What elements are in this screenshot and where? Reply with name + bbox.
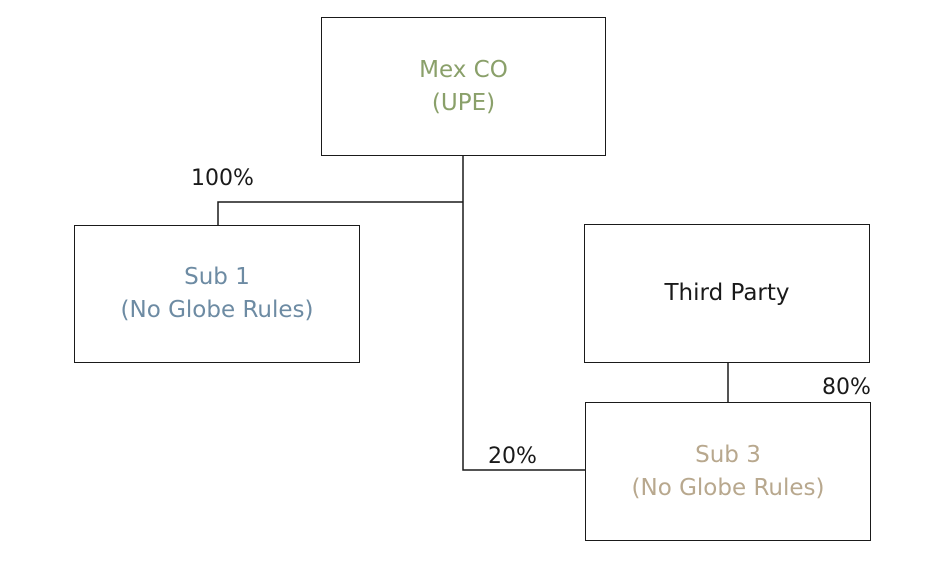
connector-mex-to-sub1 <box>217 201 463 225</box>
entity-sub-1-note: (No Globe Rules) <box>120 297 314 323</box>
entity-sub-3: Sub 3 (No Globe Rules) <box>585 402 871 541</box>
connector-mex-to-sub3 <box>462 156 585 471</box>
ownership-mex-to-sub3-label: 20% <box>488 444 537 469</box>
entity-mex-co-role: (UPE) <box>431 89 496 116</box>
entity-sub-3-note: (No Globe Rules) <box>631 474 825 501</box>
entity-sub-3-name: Sub 3 <box>695 441 761 468</box>
entity-sub-1-name: Sub 1 <box>184 264 250 290</box>
entity-third-party: Third Party <box>584 224 870 363</box>
entity-mex-co: Mex CO (UPE) <box>321 17 606 156</box>
ownership-third-to-sub3-label: 80% <box>822 375 871 400</box>
entity-third-party-name: Third Party <box>664 280 790 306</box>
ownership-mex-to-sub1-label: 100% <box>191 166 254 191</box>
entity-mex-co-name: Mex CO <box>419 56 508 83</box>
entity-sub-1: Sub 1 (No Globe Rules) <box>74 225 360 363</box>
